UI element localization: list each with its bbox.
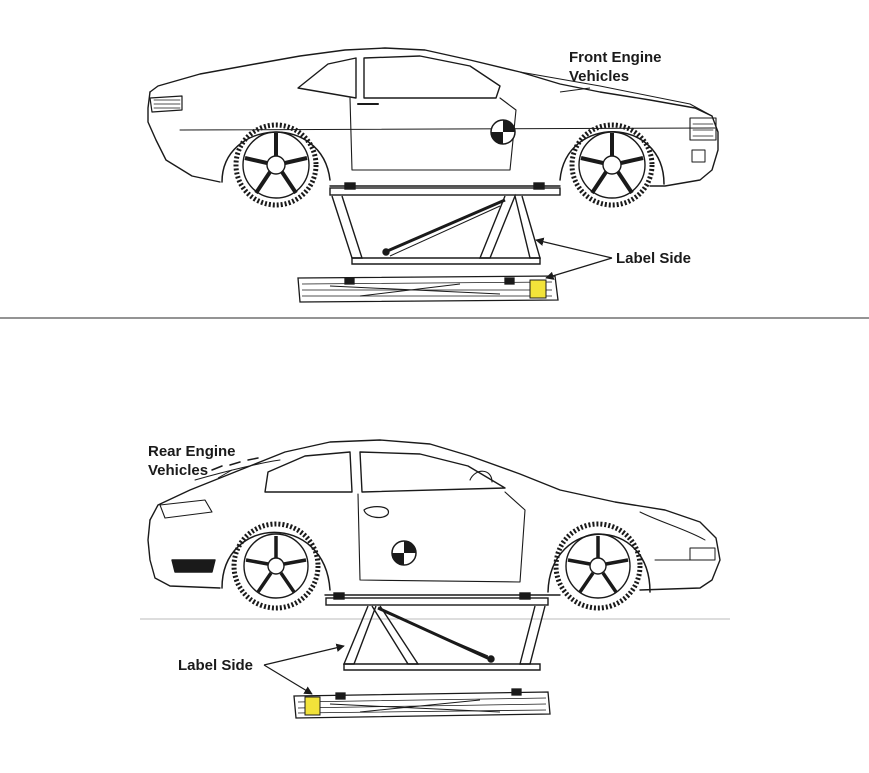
front-engine-pointer bbox=[559, 87, 591, 93]
rear-engine-car bbox=[147, 439, 721, 596]
front-car-rear-wheel bbox=[233, 122, 319, 208]
center-of-gravity-icon bbox=[391, 540, 417, 566]
lift-raised-top bbox=[329, 182, 561, 265]
label-side-leader-bottom bbox=[263, 643, 345, 695]
lift-folded-bottom bbox=[293, 688, 551, 719]
center-of-gravity-icon bbox=[490, 119, 516, 145]
lift-raised-bottom bbox=[325, 592, 549, 671]
front-engine-label-line2: Vehicles bbox=[569, 68, 630, 85]
rear-engine-label-line2: Vehicles bbox=[148, 462, 209, 479]
rear-engine-label-line1: Rear Engine bbox=[148, 443, 236, 460]
rear-car-front-wheel bbox=[553, 521, 643, 611]
label-side-leader-top bbox=[535, 237, 613, 280]
front-car-front-wheel bbox=[569, 122, 655, 208]
front-engine-label: Front Engine Vehicles bbox=[569, 48, 662, 86]
front-engine-car bbox=[147, 47, 719, 187]
label-side-top: Label Side bbox=[616, 250, 692, 267]
front-engine-label-line1: Front Engine bbox=[569, 49, 662, 66]
rear-engine-label: Rear Engine Vehicles bbox=[148, 442, 236, 480]
rear-car-rear-wheel bbox=[231, 521, 321, 611]
lift-folded-top bbox=[297, 275, 559, 303]
label-side-bottom: Label Side bbox=[178, 657, 254, 674]
rear-engine-pointer bbox=[217, 469, 233, 479]
